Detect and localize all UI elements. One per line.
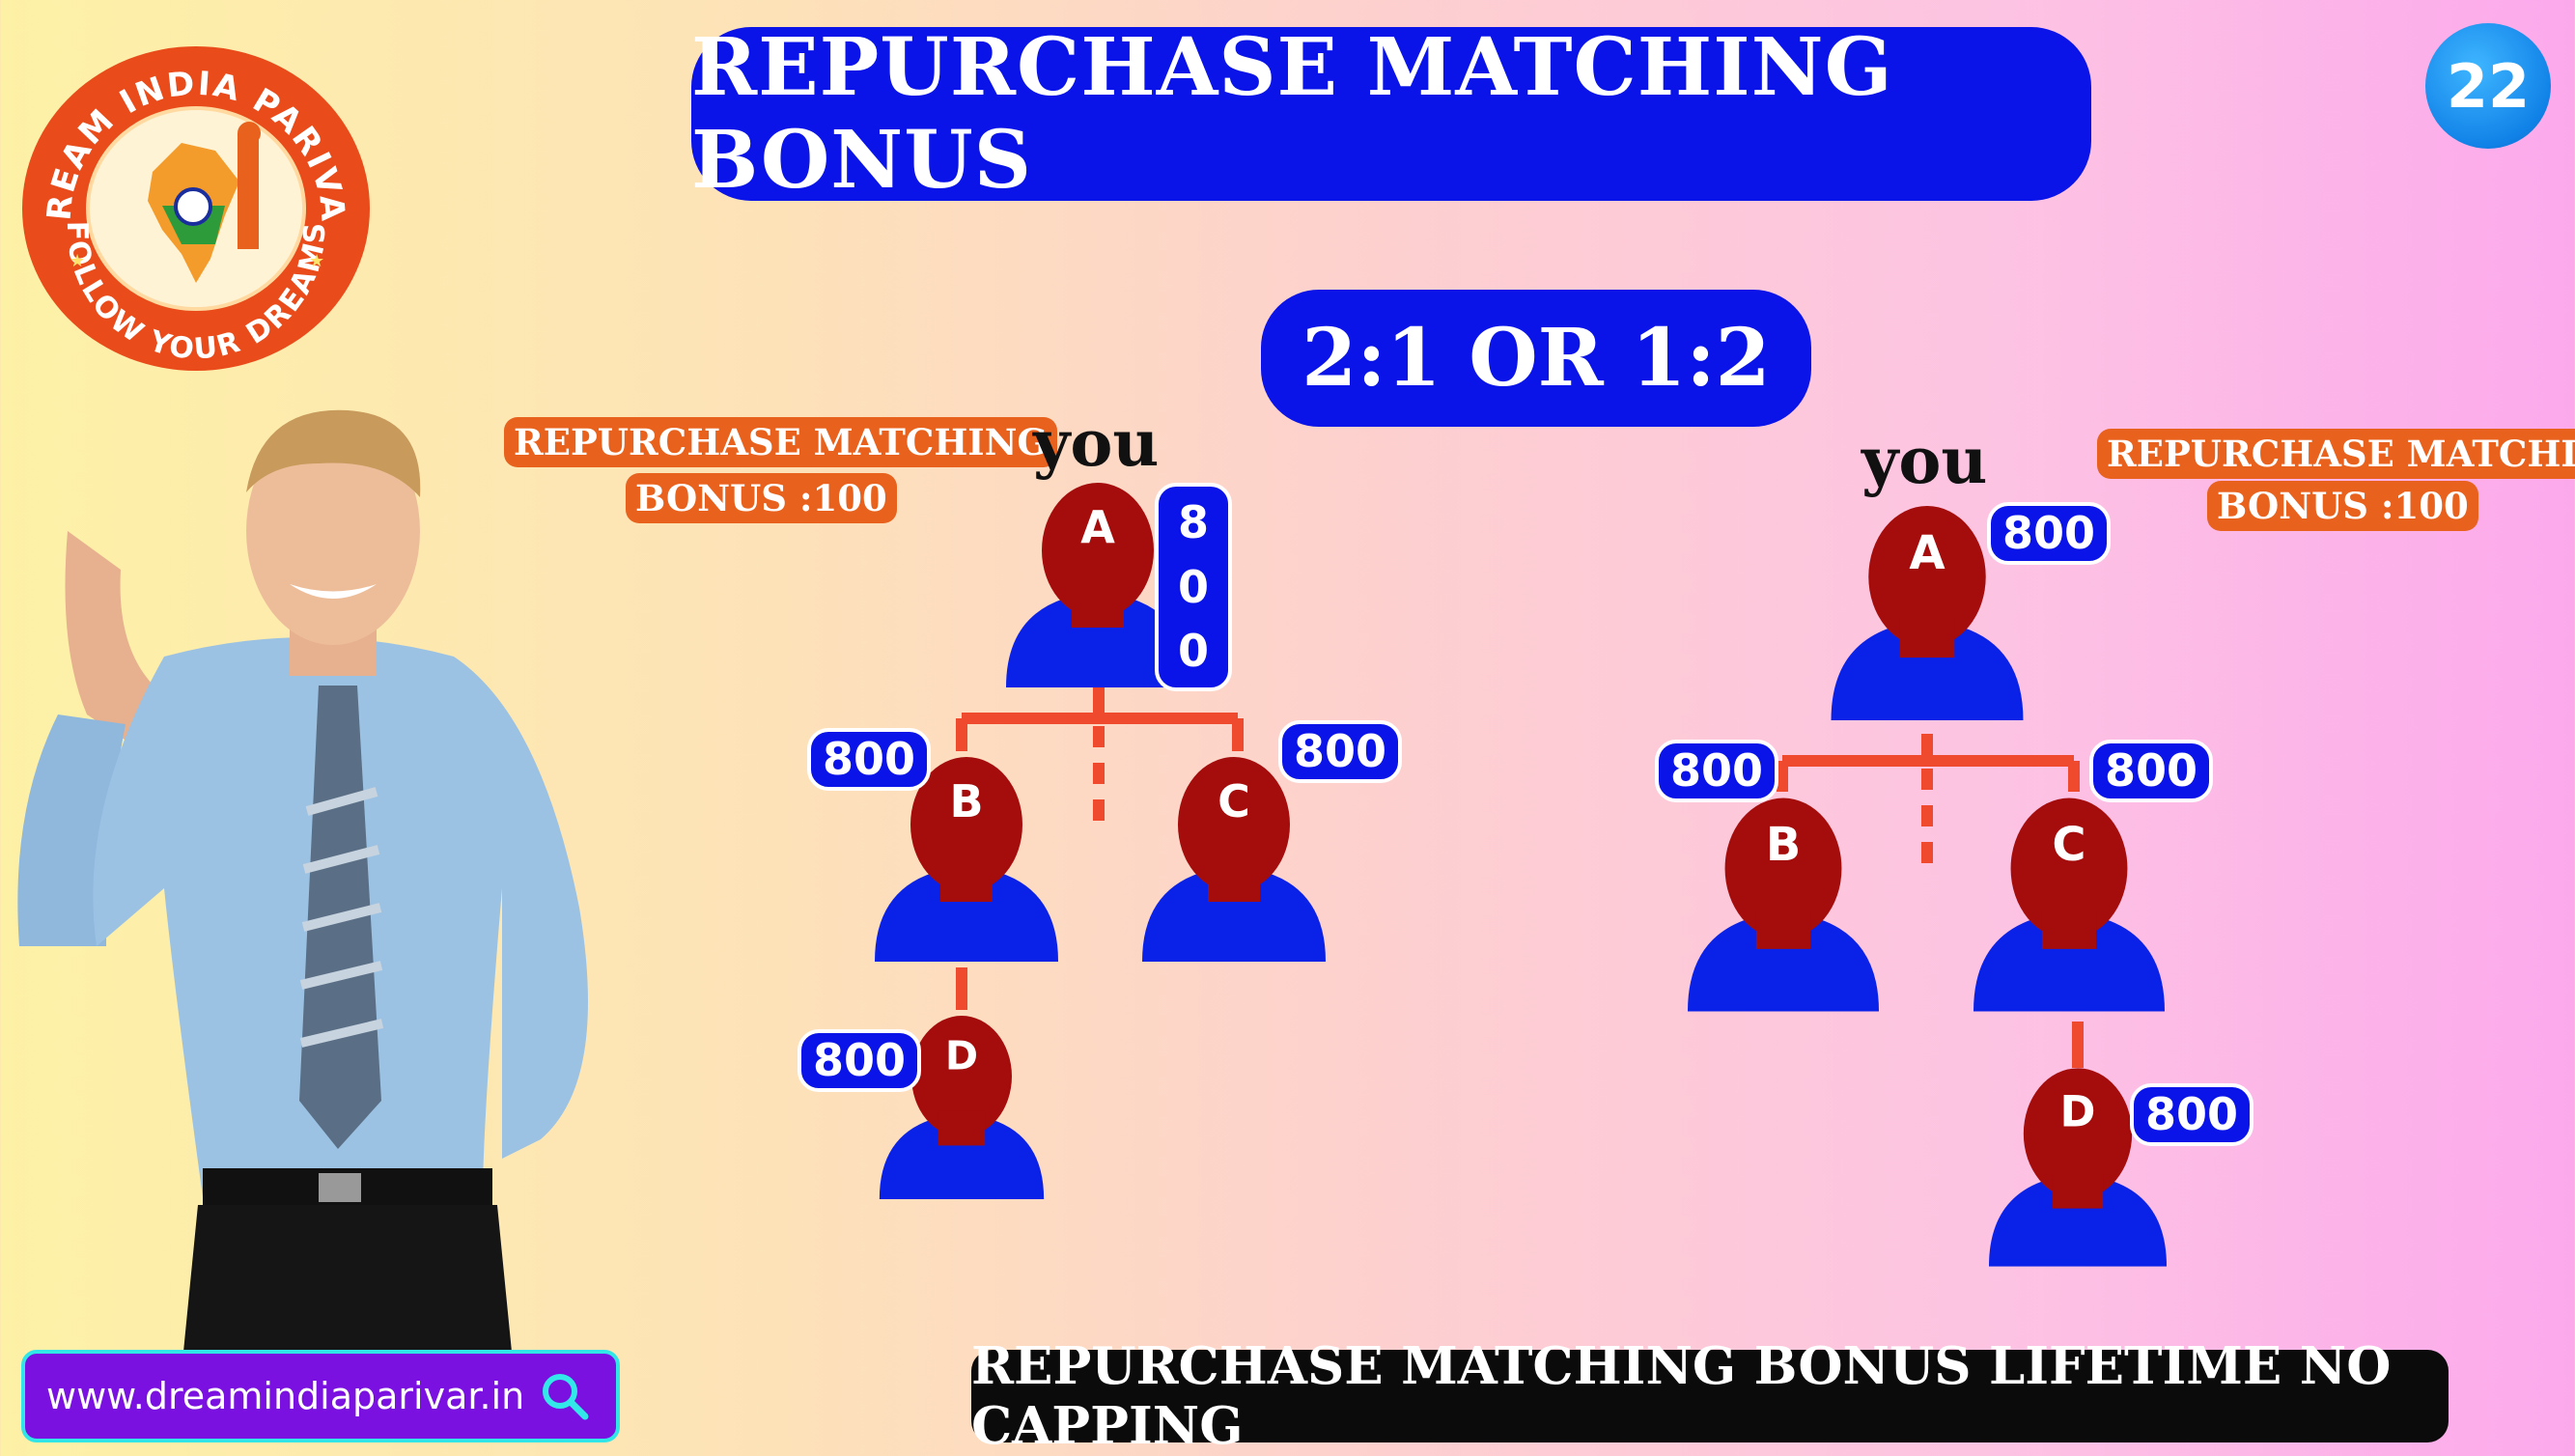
left-node-b: B bbox=[875, 757, 1058, 962]
left-node-c-value: 800 bbox=[1278, 720, 1403, 783]
left-bonus-label-line2: BONUS :100 bbox=[626, 473, 897, 523]
footer-tagline: REPURCHASE MATCHING BONUS LIFETIME NO CA… bbox=[971, 1336, 2449, 1456]
left-you-label: you bbox=[1033, 406, 1160, 481]
right-node-b-value: 800 bbox=[1655, 740, 1779, 802]
right-node-d: D bbox=[1989, 1068, 2167, 1267]
left-node-d-value: 800 bbox=[798, 1029, 922, 1092]
right-node-c-value: 800 bbox=[2089, 740, 2214, 802]
left-node-c: C bbox=[1142, 757, 1326, 962]
right-node-b-label: B bbox=[1766, 819, 1802, 872]
page-number-badge: 22 bbox=[2425, 23, 2551, 149]
right-node-c: C bbox=[1973, 798, 2165, 1012]
left-node-a-label: A bbox=[1080, 501, 1115, 553]
right-bonus-label-line1: REPURCHASE MATCHING bbox=[2097, 429, 2575, 479]
right-bonus-label-line2: BONUS :100 bbox=[2207, 481, 2478, 531]
website-search-box[interactable]: www.dreamindiaparivar.in bbox=[21, 1350, 620, 1442]
website-url: www.dreamindiaparivar.in bbox=[46, 1375, 525, 1417]
left-node-c-label: C bbox=[1218, 775, 1250, 827]
svg-text:★: ★ bbox=[70, 251, 85, 271]
left-node-d: D bbox=[879, 1016, 1045, 1199]
left-node-d-label: D bbox=[945, 1033, 978, 1079]
right-node-b: B bbox=[1688, 798, 1879, 1012]
left-node-a-value: 800 bbox=[1155, 483, 1232, 692]
left-bonus-label-line1: REPURCHASE MATCHING bbox=[504, 417, 1058, 467]
left-node-b-label: B bbox=[949, 775, 983, 827]
page-title: REPURCHASE MATCHING BONUS bbox=[691, 21, 2091, 207]
right-node-d-label: D bbox=[2060, 1086, 2096, 1136]
right-node-c-label: C bbox=[2052, 819, 2085, 872]
left-node-a: A bbox=[1006, 483, 1190, 687]
right-node-a-label: A bbox=[1909, 526, 1945, 580]
left-node-b-value: 800 bbox=[807, 728, 932, 791]
man-illustration bbox=[0, 406, 637, 1356]
search-icon[interactable] bbox=[539, 1370, 591, 1422]
right-node-d-value: 800 bbox=[2130, 1083, 2254, 1146]
right-node-a: A bbox=[1831, 506, 2024, 720]
ratio-pill: 2:1 OR 1:2 bbox=[1261, 290, 1811, 427]
svg-text:★: ★ bbox=[309, 251, 324, 271]
right-node-a-value: 800 bbox=[1987, 502, 2112, 565]
right-you-label: you bbox=[1861, 423, 1988, 498]
dream-india-parivar-logo: DREAM INDIA PARIVAR FOLLOW YOUR DREAMS ★… bbox=[3, 7, 375, 378]
